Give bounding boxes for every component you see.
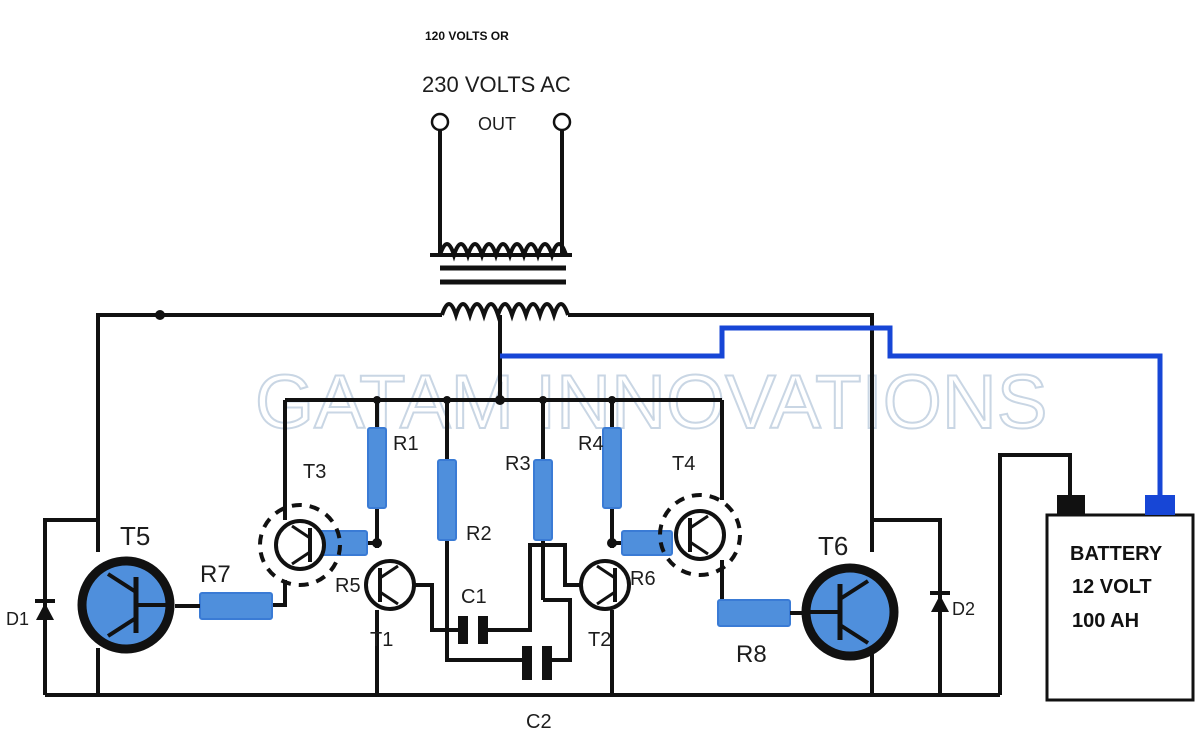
component-labels: T3 T4 T5 T6 T1 T2 R1 R2 R3 R4 R5 R6 R7 R…: [6, 433, 975, 733]
output-label-line3: OUT: [478, 114, 516, 134]
diode-d1: [35, 599, 55, 620]
resistor-r6: [621, 530, 673, 556]
battery-negative-terminal: [1057, 495, 1085, 515]
label-r5: R5: [335, 575, 361, 597]
output-label-line2: 230 VOLTS AC: [422, 72, 571, 97]
label-t6: T6: [818, 531, 848, 561]
output-terminal-right: [552, 112, 572, 132]
resistor-r2: [437, 459, 457, 541]
label-r6: R6: [630, 568, 656, 590]
label-d1: D1: [6, 609, 29, 629]
label-r2: R2: [466, 523, 492, 545]
output-label-line1: 120 VOLTS OR: [425, 29, 509, 43]
transistor-t1: [364, 559, 416, 611]
transistor-t5: [77, 556, 175, 654]
battery: BATTERY 12 VOLT 100 AH: [1045, 495, 1195, 702]
transformer: [430, 242, 572, 322]
diode-d2: [930, 591, 950, 612]
label-c1: C1: [461, 586, 487, 608]
label-r8: R8: [736, 641, 767, 668]
battery-positive-wire: [500, 325, 1163, 495]
label-t4: T4: [672, 453, 695, 475]
output-terminal-left: [430, 112, 450, 132]
transistor-t6: [801, 563, 899, 661]
battery-body: [1045, 513, 1195, 702]
label-r3: R3: [505, 453, 531, 475]
transistor-t2: [579, 559, 631, 611]
battery-positive-terminal: [1145, 495, 1175, 515]
resistor-r1: [367, 427, 387, 509]
label-d2: D2: [952, 599, 975, 619]
label-t1: T1: [370, 629, 393, 651]
label-t5: T5: [120, 521, 150, 551]
label-r4: R4: [578, 433, 604, 455]
capacitor-c2: [522, 646, 552, 680]
label-r1: R1: [393, 433, 419, 455]
resistor-r7: [199, 592, 273, 620]
battery-label-line1: BATTERY: [1070, 543, 1163, 565]
label-t2: T2: [588, 629, 611, 651]
output-terminals: [430, 112, 572, 255]
transformer-primary-coil: [440, 302, 570, 322]
label-c2: C2: [526, 711, 552, 733]
resistor-r4: [602, 427, 622, 509]
transistor-t3: [258, 503, 342, 587]
transformer-secondary-coil: [438, 242, 568, 262]
resistor-r3: [533, 459, 553, 541]
resistor-r8: [717, 599, 791, 627]
transistor-t4: [658, 493, 742, 577]
junctions: [155, 310, 617, 548]
battery-label-line2: 12 VOLT: [1072, 576, 1152, 598]
battery-label-line3: 100 AH: [1072, 610, 1139, 632]
label-t3: T3: [303, 461, 326, 483]
capacitor-c1: [458, 616, 488, 644]
resistors: [199, 427, 791, 627]
label-r7: R7: [200, 561, 231, 588]
